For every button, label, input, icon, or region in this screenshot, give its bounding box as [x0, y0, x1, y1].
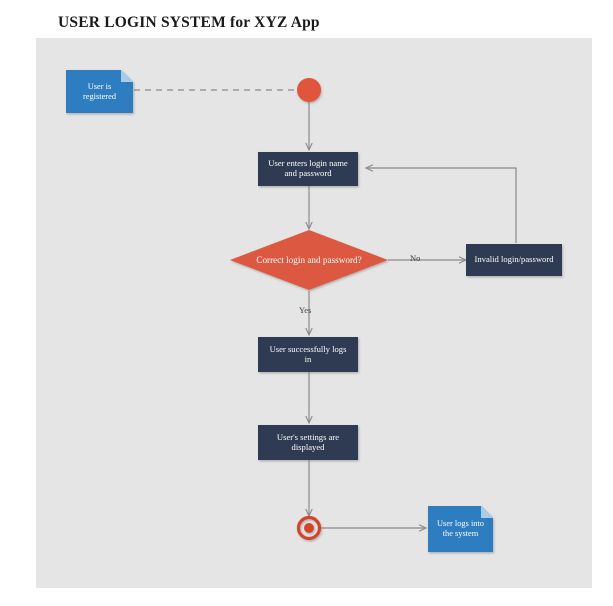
- node-login-success[interactable]: [258, 337, 358, 372]
- node-settings-displayed[interactable]: [258, 425, 358, 460]
- node-end[interactable]: [296, 515, 322, 541]
- node-start[interactable]: [297, 78, 321, 102]
- edge-label-yes: Yes: [299, 305, 312, 315]
- node-decision-correct[interactable]: [230, 230, 388, 290]
- node-invalid-credentials[interactable]: [466, 244, 562, 276]
- node-note-user-registered[interactable]: [66, 70, 133, 113]
- flowchart-svg: [66, 70, 562, 552]
- node-enter-credentials[interactable]: [258, 152, 358, 186]
- node-note-user-logs-in[interactable]: [428, 506, 493, 552]
- edge-invalid-back-to-enter: [366, 168, 517, 243]
- diagram-canvas: User is registered User enters login nam…: [36, 38, 592, 588]
- edge-label-no: No: [410, 253, 421, 263]
- page-title: USER LOGIN SYSTEM for XYZ App: [58, 14, 320, 31]
